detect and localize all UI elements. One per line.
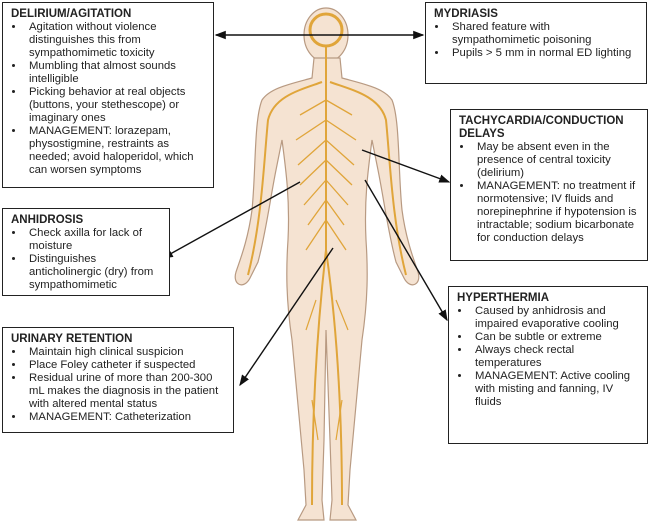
arrows — [161, 30, 451, 387]
list-item: Pupils > 5 mm in normal ED lighting — [448, 47, 640, 60]
list-item: Residual urine of more than 200-300 mL m… — [25, 372, 227, 411]
box-title: DELIRIUM/AGITATION — [11, 8, 132, 20]
mydriasis-box: MYDRIASIS Shared feature with sympathomi… — [425, 2, 647, 84]
box-title: HYPERTHERMIA — [457, 292, 550, 304]
box-title: URINARY RETENTION — [11, 333, 133, 345]
list-item: MANAGEMENT: Catheterization — [25, 411, 227, 424]
list-item: Mumbling that almost sounds intelligible — [25, 60, 207, 86]
box-title: ANHIDROSIS — [11, 214, 84, 226]
box-title: TACHYCARDIA/CONDUCTION DELAYS — [459, 115, 624, 140]
list-item: May be absent even in the presence of ce… — [473, 141, 641, 180]
box-title: MYDRIASIS — [434, 8, 498, 20]
list-item: MANAGEMENT: lorazepam, physostigmine, re… — [25, 125, 207, 177]
list-item: MANAGEMENT: Active cooling with misting … — [471, 370, 641, 409]
list-item: Always check rectal temperatures — [471, 344, 641, 370]
delirium-agitation-box: DELIRIUM/AGITATION Agitation without vio… — [2, 2, 214, 188]
anhidrosis-box: ANHIDROSIS Check axilla for lack of mois… — [2, 208, 170, 296]
urinary-retention-box: URINARY RETENTION Maintain high clinical… — [2, 327, 234, 433]
list-item: Shared feature with sympathomimetic pois… — [448, 21, 640, 47]
list-item: Can be subtle or extreme — [471, 331, 641, 344]
list-item: Agitation without violence distinguishes… — [25, 21, 207, 60]
list-item: MANAGEMENT: no treatment if normotensive… — [473, 180, 641, 245]
list-item: Picking behavior at real objects (button… — [25, 86, 207, 125]
list-item: Check axilla for lack of moisture — [25, 227, 163, 253]
list-item: Maintain high clinical suspicion — [25, 346, 227, 359]
nerves — [247, 12, 407, 506]
list-item: Place Foley catheter if suspected — [25, 359, 227, 372]
list-item: Distinguishes anticholinergic (dry) from… — [25, 253, 163, 292]
list-item: Caused by anhidrosis and impaired evapor… — [471, 305, 641, 331]
tachycardia-box: TACHYCARDIA/CONDUCTION DELAYS May be abs… — [450, 109, 648, 261]
hyperthermia-box: HYPERTHERMIA Caused by anhidrosis and im… — [448, 286, 648, 444]
